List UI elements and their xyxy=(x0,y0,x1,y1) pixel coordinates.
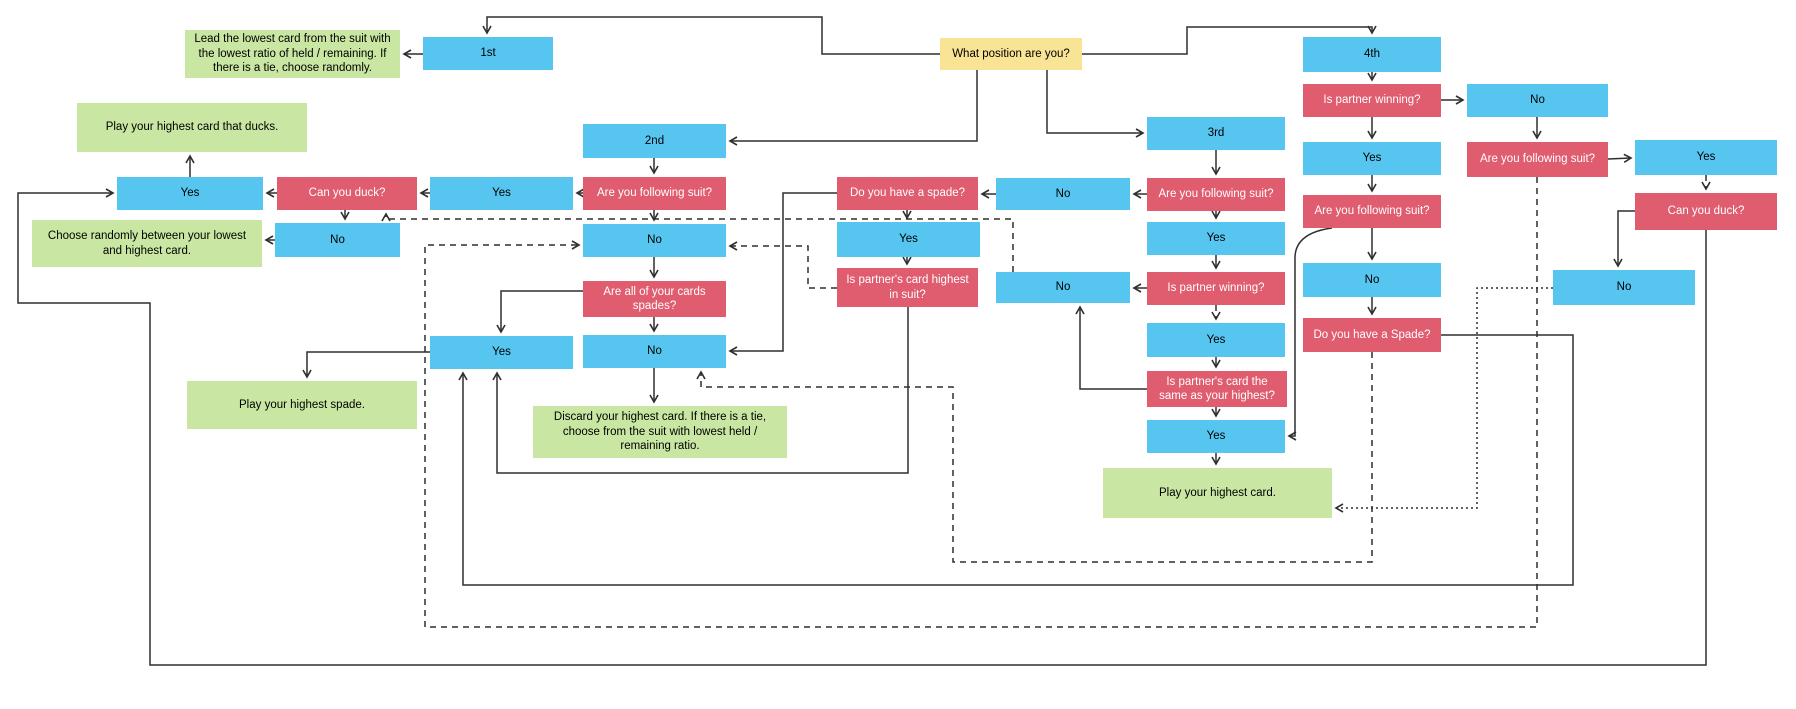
node-right-can-you-duck: Can you duck? xyxy=(1635,193,1777,230)
node-discard-action: Discard your highest card. If there is a… xyxy=(533,406,787,458)
node-4th-partner-winning: Is partner winning? xyxy=(1303,84,1441,117)
node-what-position: What position are you? xyxy=(940,38,1082,70)
node-play-spade-action: Play your highest spade. xyxy=(187,381,417,429)
node-4th-pw-yes: Yes xyxy=(1303,142,1441,175)
node-4th-pw-no: No xyxy=(1467,84,1608,117)
edge-start-4th xyxy=(1082,25,1377,55)
edge-start-3rd xyxy=(1046,70,1145,138)
node-play-highest-action: Play your highest card. xyxy=(1103,468,1332,518)
node-partner-highest-in-suit: Is partner's card highest in suit? xyxy=(837,268,978,307)
node-4th-have-spade: Do you have a Spade? xyxy=(1303,318,1441,352)
node-same-as-highest: Is partner's card the same as your highe… xyxy=(1147,371,1287,407)
node-2nd-following-yes: Yes xyxy=(430,177,573,210)
node-choose-random-action: Choose randomly between your lowest and … xyxy=(32,220,262,267)
node-duck-no: No xyxy=(275,223,400,257)
node-3rd: 3rd xyxy=(1147,117,1285,150)
node-3rd-following-suit: Are you following suit? xyxy=(1147,178,1285,211)
node-3rd-following-no: No xyxy=(996,178,1130,210)
node-same-highest-yes: Yes xyxy=(1147,420,1285,453)
node-4th: 4th xyxy=(1303,37,1441,72)
node-right-duck-no: No xyxy=(1553,270,1695,305)
edge-following4-shyes xyxy=(1287,227,1333,441)
node-have-spade-yes: Yes xyxy=(837,222,980,257)
node-2nd-following-suit: Are you following suit? xyxy=(583,177,726,210)
node-right-following-suit: Are you following suit? xyxy=(1467,142,1608,177)
node-3rd-partner-winning: Is partner winning? xyxy=(1147,272,1285,305)
node-have-spade: Do you have a spade? xyxy=(837,177,978,210)
node-2nd-following-no: No xyxy=(583,224,726,257)
node-all-cards-spades: Are all of your cards spades? xyxy=(583,281,726,317)
node-3rd-following-yes: Yes xyxy=(1147,222,1285,255)
edge-spade4-asno-dashed xyxy=(696,352,1373,563)
node-all-spades-yes: Yes xyxy=(430,336,573,369)
node-4th-following-no: No xyxy=(1303,263,1441,297)
edge-rduck-yes-loop xyxy=(17,188,1707,666)
node-right-following-yes: Yes xyxy=(1635,140,1777,175)
edge-allspades-yes xyxy=(496,290,583,334)
edge-rfollowing-no2-dashed xyxy=(424,177,1538,628)
edge-pwno-duck-dashed xyxy=(381,212,1014,272)
node-4th-following-suit: Are you following suit? xyxy=(1303,195,1441,228)
edge-start-1st xyxy=(482,16,940,55)
node-left-yes: Yes xyxy=(117,177,263,210)
node-partner-winning-no: No xyxy=(996,272,1130,303)
edge-highestinsuit-asyes xyxy=(492,307,909,474)
edge-rduck-no xyxy=(1613,210,1635,268)
edge-samehighest-pwno xyxy=(1075,305,1147,390)
edge-asyes-spaderesult xyxy=(302,351,430,379)
node-lead-lowest-action: Lead the lowest card from the suit with … xyxy=(185,30,400,78)
node-2nd: 2nd xyxy=(583,124,726,158)
edge-rfollowing-yes xyxy=(1607,153,1633,163)
node-can-you-duck: Can you duck? xyxy=(277,177,417,210)
edge-highestinsuit-no2-dashed xyxy=(728,241,837,289)
edge-qspade-nospade xyxy=(728,192,837,356)
node-play-ducks-action: Play your highest card that ducks. xyxy=(77,103,307,152)
edge-rduckno-highestresult-dotted xyxy=(1334,287,1553,513)
edge-start-2nd xyxy=(728,70,978,146)
node-1st: 1st xyxy=(423,37,553,70)
edge-spade4-asyes-loop xyxy=(458,334,1574,586)
node-all-spades-no: No xyxy=(583,335,726,368)
node-partner-winning-yes: Yes xyxy=(1147,323,1285,357)
